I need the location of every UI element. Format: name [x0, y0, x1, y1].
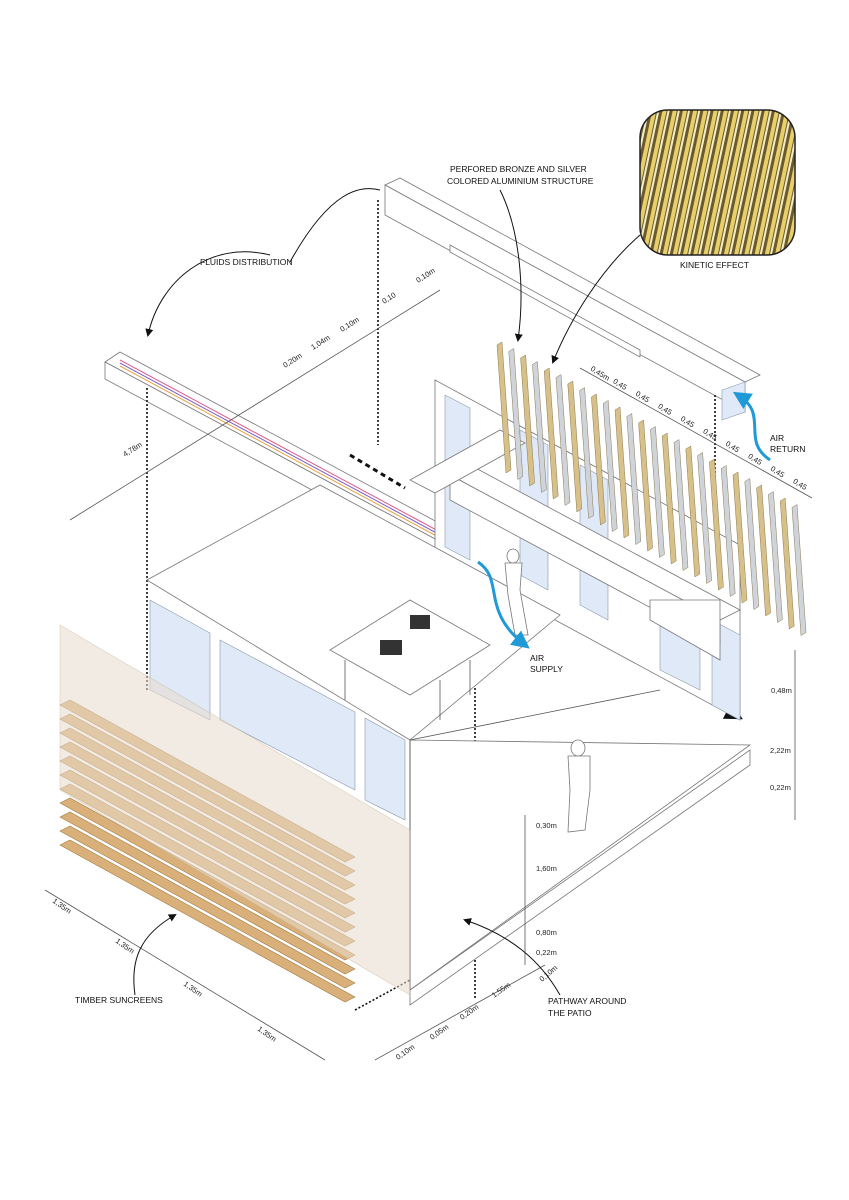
kinetic-effect-image — [639, 109, 796, 256]
dimension: 1,55m — [490, 980, 512, 999]
building-structure — [146, 379, 752, 1006]
aluminium-fin — [791, 504, 807, 636]
aluminium-fin — [532, 361, 547, 493]
label-air-return: RETURN — [770, 444, 805, 454]
aluminium-fin — [614, 406, 630, 539]
label-fluids: FLUIDS DISTRIBUTION — [200, 257, 293, 267]
dimension: 0,45m — [589, 364, 611, 383]
dimension: 0,20m — [281, 351, 303, 370]
dimension: 0,45 — [656, 402, 673, 417]
person-figure — [504, 548, 591, 833]
dimension: 0,45 — [724, 439, 741, 454]
leader-arrow — [145, 251, 271, 337]
aluminium-fins — [496, 341, 807, 636]
aluminium-fin — [697, 452, 712, 584]
dimension: 1,04m — [309, 333, 331, 352]
leader-arrow — [499, 189, 523, 342]
aluminium-fin — [496, 341, 512, 474]
air-return-arrow — [732, 391, 771, 462]
label-timber: TIMBER SUNCREENS — [75, 995, 163, 1005]
aluminium-fin — [555, 374, 571, 506]
aluminium-fin — [626, 413, 642, 545]
desk — [329, 599, 491, 720]
aluminium-fin — [520, 354, 535, 487]
dimension: 0,05m — [428, 1022, 450, 1041]
dimension: 0,10m — [538, 963, 560, 983]
upper-beam — [384, 177, 761, 421]
aluminium-fin — [685, 445, 701, 578]
dimension: 0,10m — [414, 266, 436, 285]
aluminium-fin — [591, 393, 606, 526]
aluminium-fin — [661, 432, 677, 565]
leader-arrow — [289, 188, 381, 263]
dimension: 0,45 — [791, 477, 808, 492]
air-supply-arrow — [477, 560, 530, 649]
dimension: 0,22m — [770, 783, 791, 792]
dimension: 0,80m — [536, 928, 557, 937]
dimension: 1,35m — [256, 1024, 278, 1043]
aluminium-fin — [638, 419, 653, 552]
dimension: 0,10m — [394, 1042, 416, 1061]
dimension: 0,30m — [536, 821, 557, 830]
aluminium-fin — [508, 348, 524, 480]
aluminium-fin — [709, 458, 724, 591]
label-air-return: AIR — [770, 433, 784, 443]
dimension: 0,45 — [611, 377, 628, 392]
monitor-icon — [380, 640, 402, 655]
timber-slat — [59, 839, 356, 1003]
aluminium-fin — [579, 387, 594, 519]
label-pathway: PATHWAY AROUND — [548, 996, 626, 1006]
dimension-lines — [44, 289, 813, 1061]
label-pathway: THE PATIO — [548, 1008, 592, 1018]
aluminium-fin — [543, 367, 559, 500]
dimension: 0,10 — [380, 290, 397, 305]
path-arrow-line — [349, 453, 406, 490]
dimension: 0,20m — [458, 1002, 480, 1021]
leader-arrow — [551, 234, 641, 364]
aluminium-fin — [756, 484, 771, 617]
label-kinetic: KINETIC EFFECT — [680, 260, 749, 270]
aluminium-fin — [650, 426, 665, 558]
label-air-supply: SUPPLY — [530, 664, 563, 674]
aluminium-fin — [768, 491, 783, 623]
monitor-icon — [410, 615, 430, 629]
dimension: 1,35m — [51, 896, 73, 915]
leader-arrow — [463, 918, 561, 996]
label-air-supply: AIR — [530, 653, 544, 663]
label-perforated: COLORED ALUMINIUM STRUCTURE — [447, 176, 594, 186]
dimension: 0,22m — [536, 948, 557, 957]
aluminium-fin — [720, 465, 736, 597]
dimension: 4,78m — [121, 440, 143, 459]
aluminium-fin — [567, 380, 583, 513]
dimension: 0,45 — [679, 414, 696, 429]
facade-panel — [59, 624, 411, 996]
aluminium-fin — [732, 471, 748, 604]
dimension: 1,35m — [182, 979, 204, 998]
dimension: 0,45 — [634, 389, 651, 404]
aluminium-fin — [673, 439, 689, 571]
leader-arrow — [133, 914, 177, 996]
dimension: 1,60m — [536, 864, 557, 873]
dimension: 0,45 — [769, 464, 786, 479]
dimension: 1,35m — [114, 936, 136, 955]
dimension: 0,10m — [338, 315, 360, 334]
aluminium-fin — [602, 400, 618, 532]
aluminium-fin — [779, 497, 795, 630]
timber-slat — [59, 825, 356, 989]
dimension: 2,22m — [770, 746, 791, 755]
timber-slat — [59, 811, 356, 975]
aluminium-fin — [744, 478, 760, 610]
dimension: 0,45 — [701, 427, 718, 442]
label-perforated: PERFORED BRONZE AND SILVER — [450, 164, 587, 174]
dimension: 0,48m — [771, 686, 792, 695]
